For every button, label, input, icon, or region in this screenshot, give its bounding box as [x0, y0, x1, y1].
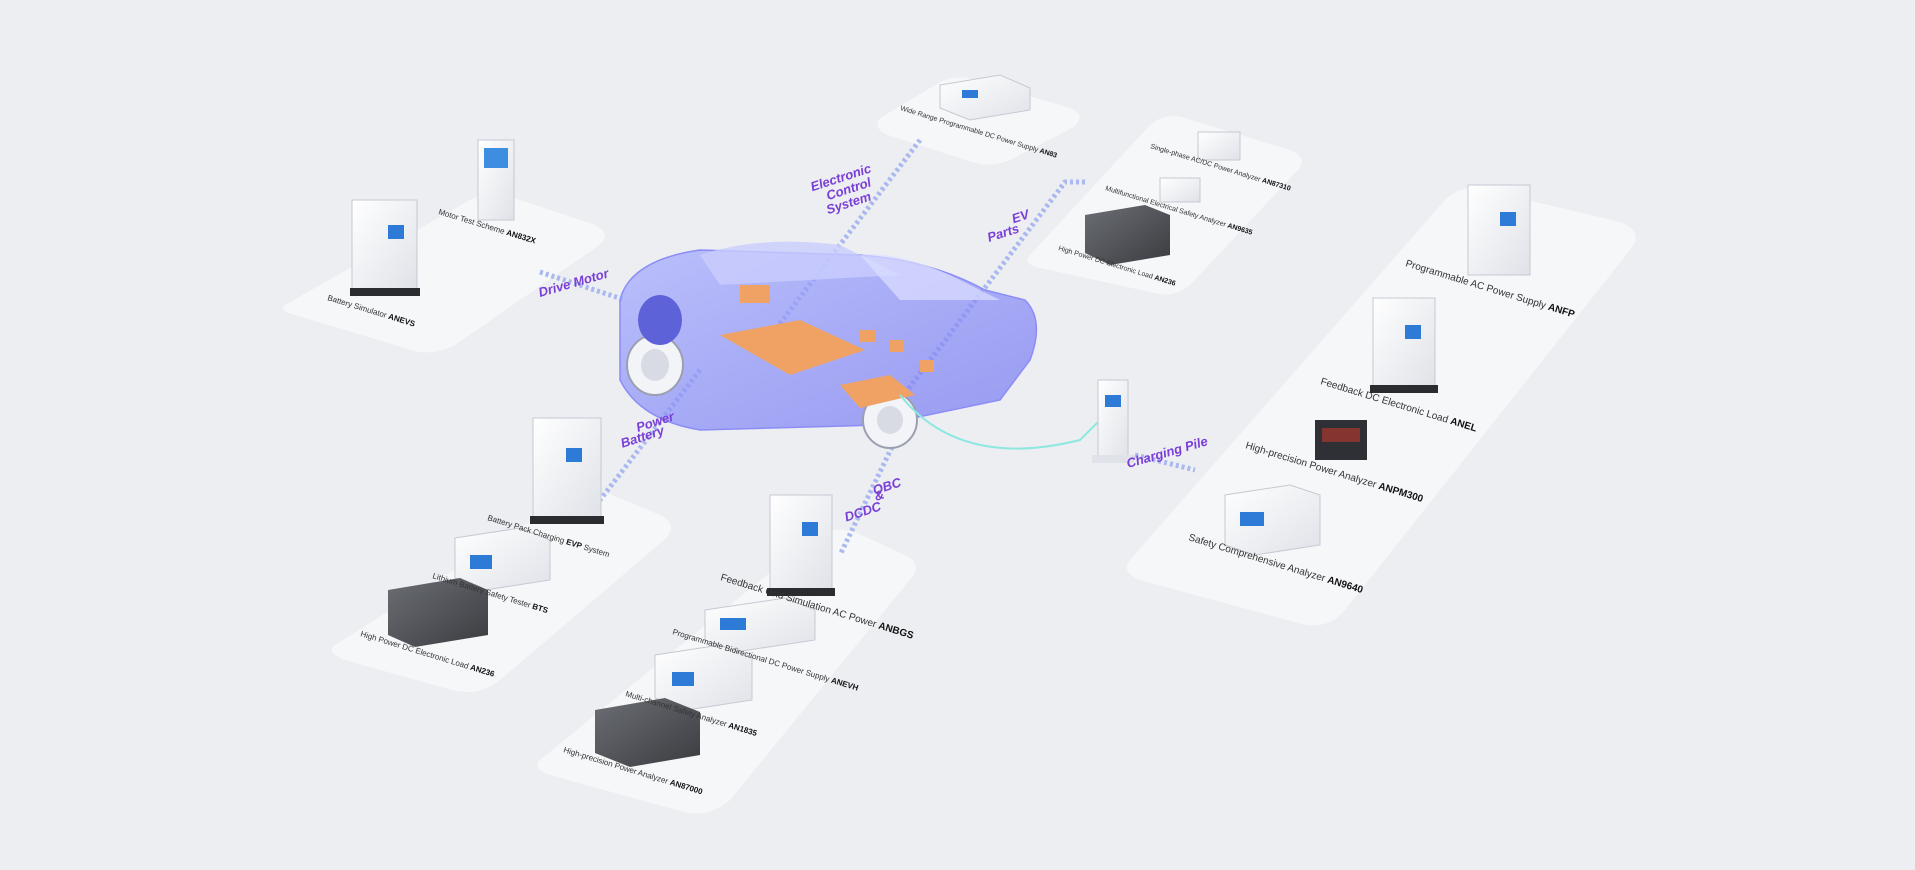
equipment-ac-supply	[1467, 184, 1531, 276]
label-charging-pile: Charging Pile	[1125, 433, 1210, 471]
equipment-motor-test	[477, 139, 515, 221]
equipment-battery-sim	[350, 199, 420, 296]
ev-car	[619, 241, 1101, 450]
equipment-an87000	[595, 698, 700, 767]
equipment-hp-load-bottom	[388, 578, 488, 647]
equipment-anevh	[704, 597, 816, 653]
equipment-an1835	[654, 644, 753, 711]
label-ev-parts-line2: Parts	[985, 221, 1021, 245]
charging-pile	[1092, 379, 1134, 463]
equipment-bts	[454, 527, 551, 591]
equipment-anbgs	[767, 494, 835, 596]
equipment-single-phase	[1197, 131, 1241, 161]
equipment-evp	[530, 417, 604, 524]
equipment-wide-range-dc	[939, 74, 1031, 121]
label-ev-parts-line1: EV	[1010, 206, 1032, 226]
label-ev-parts: EV Parts	[985, 206, 1032, 245]
label-power-battery: Power Battery	[619, 408, 677, 450]
equipment-safety-comp	[1224, 484, 1321, 556]
label-obc-line2: &	[872, 487, 886, 504]
equipment-feedback-load	[1370, 297, 1438, 393]
equipment-hp-load-top	[1085, 205, 1170, 265]
equipment-power-analyzer-hp	[1315, 420, 1367, 460]
label-obc: OBC & DCDC	[843, 474, 904, 524]
label-ecs: Electronic Control System	[809, 160, 874, 217]
panel-drive-motor	[282, 194, 605, 353]
equipment-multi-safety	[1159, 177, 1201, 203]
